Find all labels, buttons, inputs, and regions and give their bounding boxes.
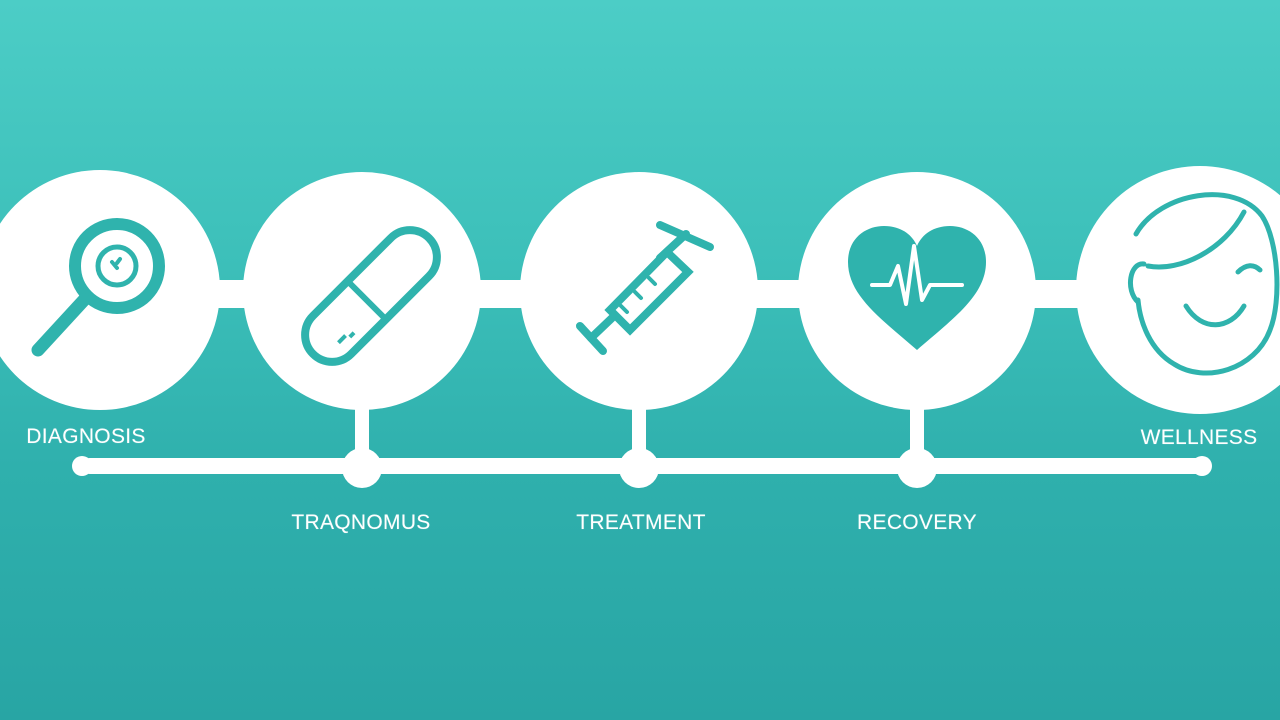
smiling-face-icon [1127,192,1280,376]
stage-label-5: WELLNESS [1140,426,1258,449]
stem-4 [910,404,924,460]
stage-circle-3 [520,172,758,410]
bandage-icon [301,226,441,366]
stage-circle-2 [243,172,481,410]
magnifier-icon [31,218,165,357]
stage-label-1: DIAGNOSIS [26,425,146,448]
timeline-node-3 [619,448,659,488]
timeline-end-left [72,456,92,476]
stage-circle-5 [1076,166,1280,414]
stage-label-4: RECOVERY [857,511,977,534]
timeline-node-2 [342,448,382,488]
heartbeat-icon [848,226,986,350]
syringe-icon [576,221,714,355]
stage-label-3: TREATMENT [576,511,706,534]
stage-circle-1 [0,170,220,410]
stem-3 [632,404,646,460]
stage-label-2: TRAQNOMUS [291,511,431,534]
timeline-end-right [1192,456,1212,476]
timeline-node-4 [897,448,937,488]
stem-2 [355,404,369,460]
